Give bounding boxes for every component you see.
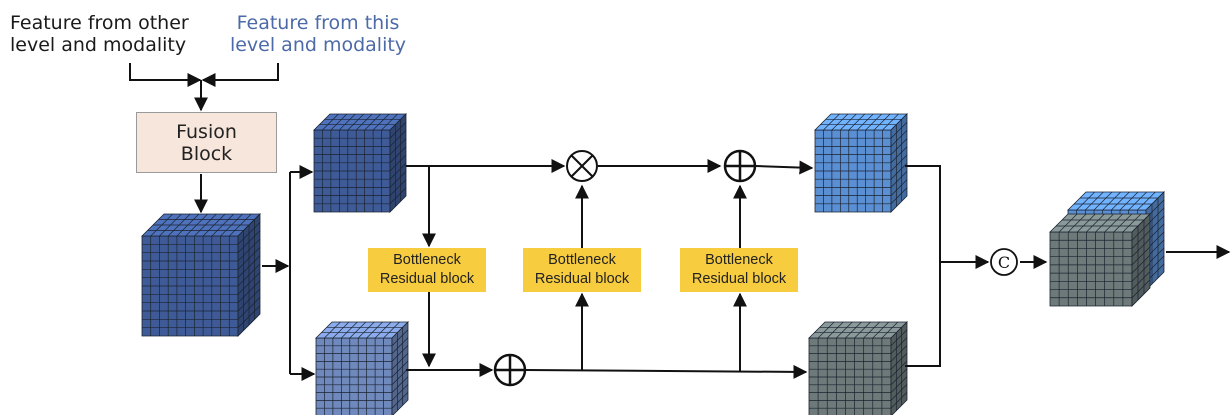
multiply-icon — [567, 151, 597, 181]
fused-feature-cube — [142, 214, 260, 336]
concat-icon: C — [991, 249, 1017, 275]
lower-branch-cube-side — [392, 322, 408, 415]
lower-output-cube-top — [809, 322, 907, 338]
bottom-line-2 — [526, 370, 806, 372]
concat-line-top — [905, 166, 940, 262]
concat-symbol: C — [998, 253, 1010, 272]
lower-output-cube-front — [809, 338, 891, 415]
lower-output-cube — [809, 322, 907, 415]
input-connector-this — [203, 63, 278, 80]
concat-cube-front-front — [1050, 232, 1132, 306]
add-icon-bottom — [495, 355, 525, 385]
input-connector-other — [130, 63, 200, 80]
top-line-3 — [756, 166, 812, 168]
lower-branch-cube-front — [316, 338, 392, 415]
concat-line-bottom — [905, 262, 940, 366]
upper-output-cube — [815, 114, 907, 212]
upper-branch-cube — [314, 114, 406, 212]
add-icon-top — [725, 151, 755, 181]
concat-cube-front — [1050, 214, 1150, 306]
lower-branch-cube — [316, 322, 408, 415]
lower-output-cube-side — [891, 322, 907, 415]
